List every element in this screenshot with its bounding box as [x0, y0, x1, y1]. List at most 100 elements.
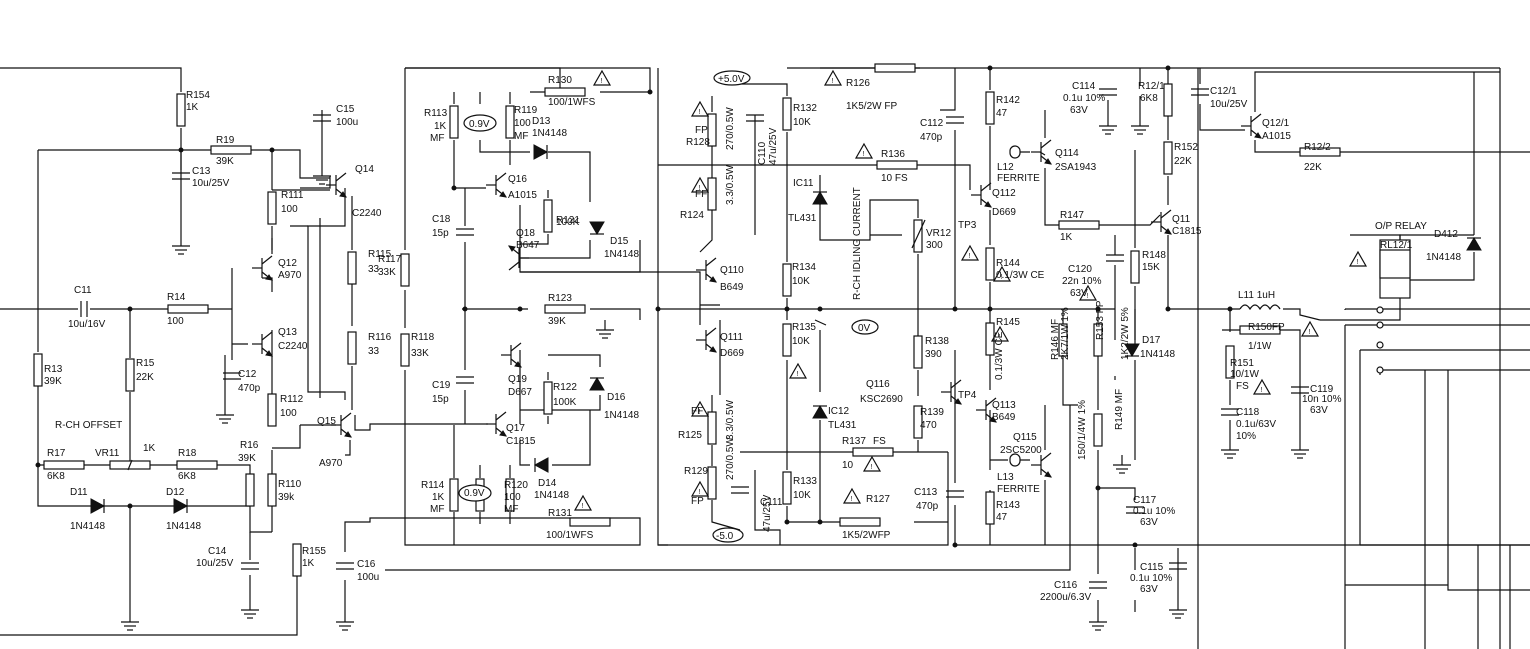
label-c115: C115 [1140, 562, 1164, 573]
label-r148v: 15K [1142, 262, 1160, 273]
label-r122v: 100K [553, 397, 577, 408]
label-r111v: 100 [281, 204, 298, 215]
label-q112v: D669 [992, 207, 1016, 218]
label-r127: R127 [866, 494, 890, 505]
label-c13v: 10u/25V [192, 178, 230, 189]
label-r120m: MF [504, 504, 518, 515]
label-r147v: 1K [1060, 232, 1073, 243]
label-r135: R135 [792, 322, 816, 333]
label-q113v: B649 [992, 412, 1016, 423]
label-r139v: 470 [920, 420, 937, 431]
label-q16: Q16 [508, 174, 527, 185]
label-r14: R14 [167, 292, 186, 303]
wire-network [0, 67, 1530, 649]
label-ic11v: TL431 [788, 213, 817, 224]
label-tp4: TP4 [958, 390, 977, 401]
label-oprelay: O/P RELAY [1375, 221, 1427, 232]
label-r132v: 10K [793, 117, 811, 128]
label-r123v: 39K [548, 316, 566, 327]
label-r146v: 2K7/1W 1% [1060, 307, 1071, 360]
label-r113m: MF [430, 133, 444, 144]
label-r129v: 270/0.5W [725, 437, 736, 480]
label-r137: R137 [842, 436, 866, 447]
label-q11: Q11 [1172, 214, 1191, 225]
label-c15v: 100u [336, 117, 358, 128]
label-r13v: 39K [44, 376, 62, 387]
label-c111: C111 [760, 497, 783, 508]
label-d15v: 1N4148 [604, 249, 639, 260]
label-r133v: 10K [793, 490, 811, 501]
label-c112v: 470p [920, 132, 943, 143]
label-r143: R143 [996, 500, 1020, 511]
label-d12: D12 [166, 487, 185, 498]
label-c19: C19 [432, 380, 451, 391]
label-r147: R147 [1060, 210, 1084, 221]
label-r18: R18 [178, 448, 197, 459]
label-v09a: 0.9V [469, 119, 490, 130]
label-c116: C116 [1054, 580, 1078, 591]
label-d412v: 1N4148 [1426, 252, 1461, 263]
label-ic12v: TL431 [828, 420, 857, 431]
label-c118w: 10% [1236, 431, 1256, 442]
label-r114m: MF [430, 504, 444, 515]
label-q18: Q18 [516, 228, 535, 239]
label-r111: R111 [281, 190, 304, 201]
label-r146: R146 MF [1050, 319, 1061, 360]
label-r143v: 47 [996, 512, 1008, 523]
label-r124v: 3.3/0.5W [725, 164, 736, 205]
label-r15: R15 [136, 358, 155, 369]
label-c120: C120 [1068, 264, 1092, 275]
label-r121av: 6K8 [1140, 93, 1158, 104]
label-c19v: 15p [432, 394, 449, 405]
label-q12: Q12 [278, 258, 297, 269]
label-q116: Q116 [866, 379, 890, 390]
inductors-relay-pots [35, 65, 1411, 548]
label-c16v: 100u [357, 572, 379, 583]
label-ffa: FF [695, 189, 707, 200]
label-d16: D16 [607, 392, 626, 403]
label-c11: C11 [74, 285, 92, 296]
label-r122av: 22K [1304, 162, 1322, 173]
label-c121: C12/1 [1210, 86, 1237, 97]
label-r126: R126 [846, 78, 870, 89]
label-r122: R122 [553, 382, 577, 393]
voltage-ovals [458, 70, 879, 543]
label-r14v: 100 [167, 316, 184, 327]
label-c114w: 63V [1070, 105, 1088, 116]
label-r133: R133 [793, 476, 817, 487]
label-q14v: C2240 [352, 208, 382, 219]
label-q111v: D669 [720, 348, 744, 359]
label-c117w: 63V [1140, 517, 1158, 528]
label-vr11: VR11 [95, 448, 120, 459]
label-r13: R13 [44, 364, 63, 375]
label-v50p: +5.0V [718, 74, 745, 85]
label-q19: Q19 [508, 374, 527, 385]
label-vr12v: 300 [926, 240, 943, 251]
label-c11v: 10u/16V [68, 319, 106, 330]
label-r154v: 1K [186, 102, 199, 113]
label-r138: R138 [925, 336, 949, 347]
label-r1501: 150/1/4W 1% [1077, 400, 1088, 460]
label-r137f: FS [873, 436, 886, 447]
label-r128: R128 [686, 137, 710, 148]
label-c18v: 15p [432, 228, 449, 239]
label-c117v: 0.1u 10% [1133, 506, 1175, 517]
label-r110: R110 [278, 479, 302, 490]
label-c120v: 22n 10% [1062, 276, 1102, 287]
label-d412: D412 [1434, 229, 1458, 240]
label-r121: R121 [556, 215, 580, 226]
label-r125: R125 [678, 430, 702, 441]
label-q110: Q110 [720, 265, 744, 276]
label-r17: R17 [47, 448, 66, 459]
label-c118: C118 [1236, 407, 1260, 418]
label-r142v: 47 [996, 108, 1008, 119]
label-r114: R114 [421, 480, 445, 491]
label-fpb: FP [691, 496, 704, 507]
label-d14v: 1N4148 [534, 490, 569, 501]
label-r118: R118 [411, 332, 435, 343]
label-r135v: 10K [792, 336, 810, 347]
label-r151f: FS [1236, 381, 1249, 392]
label-r119v: 100 [514, 118, 531, 129]
label-c116v: 2200u/6.3V [1040, 592, 1091, 603]
